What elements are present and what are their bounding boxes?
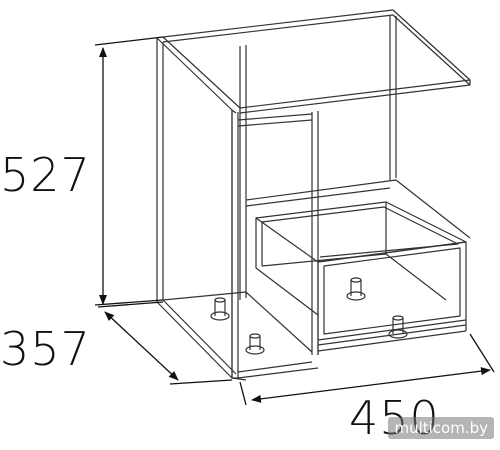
- leg-back-left: [210, 297, 230, 321]
- cabinet-body: [156, 9, 471, 381]
- top-panel: [162, 9, 471, 109]
- front-left-edge: [231, 110, 239, 379]
- leg-front-left: [245, 333, 265, 355]
- depth-dimension-label: 357: [0, 322, 91, 376]
- watermark: multicom.by: [388, 417, 494, 439]
- depth-dimension-line: [104, 311, 179, 381]
- leg-back-right: [346, 277, 366, 301]
- adjustable-legs: [210, 277, 408, 355]
- drawer: [255, 201, 467, 355]
- left-side-panel: [156, 37, 233, 379]
- width-dimension-line: [251, 367, 491, 403]
- dimension-lines: [94, 36, 495, 406]
- leg-front-right: [388, 315, 408, 339]
- height-dimension-label: 527: [0, 148, 91, 202]
